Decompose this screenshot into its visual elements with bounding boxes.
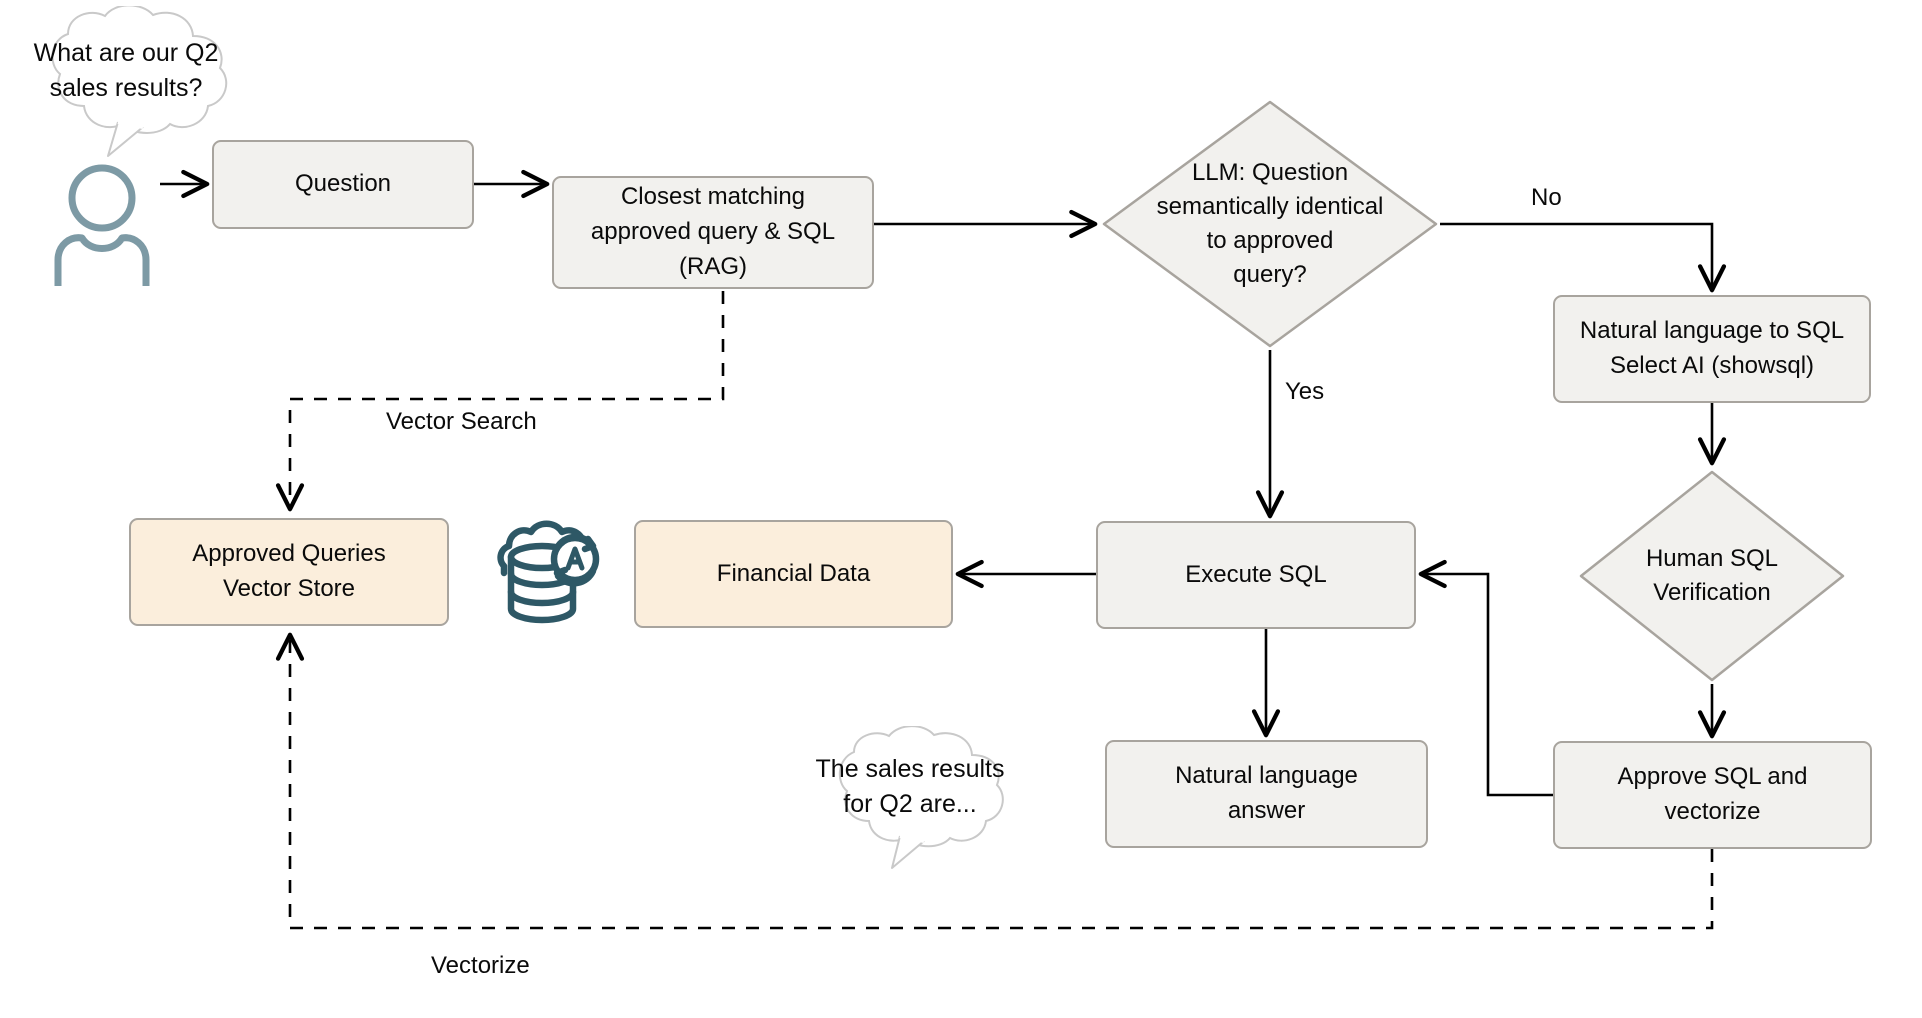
node-natural-language-answer-label: Natural language answer	[1175, 762, 1358, 824]
answer-bubble-shape	[838, 725, 1004, 869]
person-icon	[54, 164, 150, 286]
node-question[interactable]: Question	[212, 140, 474, 229]
question-bubble-shape	[51, 4, 228, 157]
edge-label-yes: Yes	[1285, 378, 1325, 405]
node-approve-sql-and-vectorize-label: Approve SQL and vectorize	[1617, 763, 1808, 825]
node-execute-sql-label: Execute SQL	[1185, 560, 1327, 588]
node-rag[interactable]: Closest matching approved query & SQL (R…	[552, 176, 874, 289]
node-question-label: Question	[294, 170, 392, 198]
node-approved-queries-vector-store-label: Approved Queries Vector Store	[192, 540, 386, 602]
llm-diamond-shape	[1102, 100, 1438, 348]
edge-label-no: No	[1531, 184, 1562, 211]
node-approve-sql-and-vectorize[interactable]: Approve SQL and vectorize	[1553, 741, 1872, 849]
edge-vector-search	[275, 291, 725, 512]
edge-llm-no	[1440, 222, 1727, 293]
question-bubble: What are our Q2 sales results?	[10, 4, 245, 166]
node-execute-sql[interactable]: Execute SQL	[1096, 521, 1416, 629]
edge-label-vectorize: Vectorize	[431, 952, 530, 979]
edge-label-vector-search: Vector Search	[386, 408, 537, 435]
node-financial-data[interactable]: Financial Data	[634, 520, 953, 628]
node-natural-language-to-sql[interactable]: Natural language to SQL Select AI (shows…	[1553, 295, 1871, 403]
question-bubble-text: What are our Q2 sales results?	[33, 39, 219, 102]
node-approved-queries-vector-store[interactable]: Approved Queries Vector Store	[129, 518, 449, 626]
human-verify-diamond-shape	[1579, 470, 1845, 682]
node-llm-semantic-check[interactable]: LLM: Question semantically identical to …	[1100, 98, 1440, 350]
node-natural-language-answer[interactable]: Natural language answer	[1105, 740, 1428, 848]
node-human-sql-verification-label: Human SQL Verification	[1645, 544, 1779, 606]
autonomous-database-icon	[497, 520, 600, 624]
answer-bubble-text: The sales results for Q2 are...	[815, 755, 1005, 818]
node-human-sql-verification[interactable]: Human SQL Verification	[1577, 468, 1847, 684]
node-rag-label: Closest matching approved query & SQL (R…	[590, 183, 836, 280]
edge-approve-to-execute	[1418, 559, 1553, 797]
node-llm-semantic-check-label: LLM: Question semantically identical to …	[1156, 158, 1384, 289]
node-financial-data-label: Financial Data	[716, 559, 871, 587]
answer-bubble: The sales results for Q2 are...	[800, 725, 1025, 876]
node-natural-language-to-sql-label: Natural language to SQL Select AI (shows…	[1579, 317, 1845, 379]
